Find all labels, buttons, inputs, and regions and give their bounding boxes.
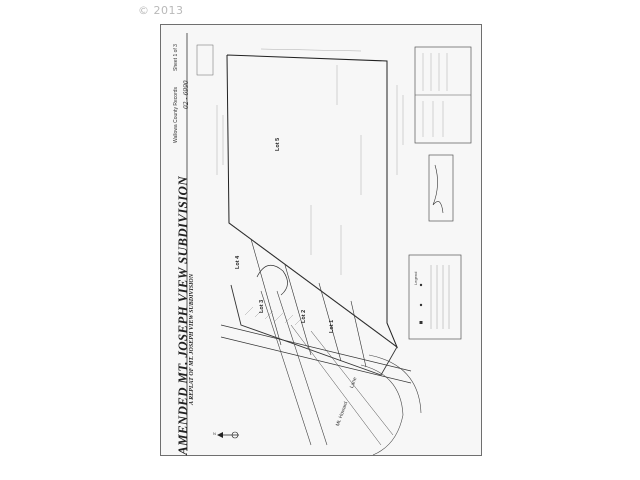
lot-5-boundary bbox=[226, 54, 399, 349]
plat-drawing bbox=[186, 33, 472, 456]
lot-5-label: Lot 5 bbox=[275, 137, 281, 151]
small-lots-boundary bbox=[228, 222, 398, 376]
lot-1-label: Lot 1 bbox=[329, 319, 335, 333]
county-records-label: Wallowa County Records bbox=[173, 87, 179, 143]
lot-4-label: Lot 4 bbox=[235, 255, 241, 269]
lot-3-label: Lot 3 bbox=[259, 299, 265, 313]
record-number: 02 - 6990 bbox=[183, 80, 190, 109]
sheet-label: Sheet 1 of 3 bbox=[173, 44, 179, 71]
lot-2-label: Lot 2 bbox=[301, 309, 307, 323]
plat-subtitle: A REPLAT OF MT. JOSEPH VIEW SUBDIVISION bbox=[189, 273, 195, 405]
plat-map-sheet: AMENDED MT. JOSEPH VIEW SUBDIVISION A RE… bbox=[160, 24, 482, 456]
copyright-watermark: © 2013 bbox=[138, 4, 184, 17]
surveyor-stamp bbox=[428, 154, 454, 222]
north-label: N bbox=[213, 431, 216, 436]
legend-title: Legend bbox=[413, 271, 418, 285]
north-arrow bbox=[217, 431, 239, 439]
legend-box bbox=[408, 254, 462, 340]
